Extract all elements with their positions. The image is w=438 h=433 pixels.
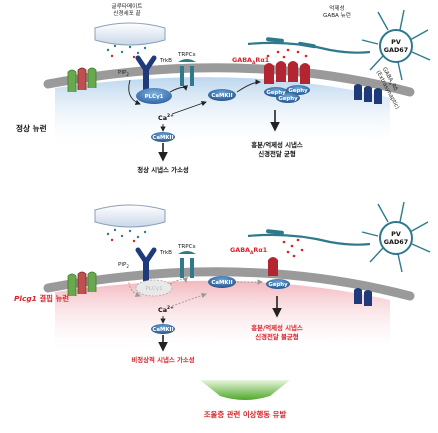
calcium-label-bottom: Ca2+ [158, 305, 174, 314]
gephy-label-bottom: Gephy [268, 282, 288, 288]
normal-neuron-panel: 글루타메이트 신경세포 끝 TrkB TRPCs PIP2 [16, 2, 431, 174]
inhibitory-axon [247, 41, 371, 54]
extrasynaptic-receptors [354, 84, 382, 104]
trpcs-label: TRPCs [177, 52, 196, 58]
green-outcome-arrow [200, 380, 290, 400]
gephyrin-cluster [264, 85, 310, 103]
plcg1-label: PLCγ1 [145, 94, 164, 100]
pip2-label-bottom: PIP2 [118, 262, 129, 269]
plc-to-trpc-arrow [169, 85, 188, 93]
pv-label-bottom: PV [391, 230, 401, 238]
gephyrin-bottom [266, 279, 290, 289]
normal-cytoplasm [55, 77, 390, 150]
pip2-label: PIP2 [118, 70, 129, 77]
camkii-membrane-label: CaMKII [211, 93, 232, 99]
pv-label: PV [391, 38, 401, 46]
trpcs-label-bottom: TRPCs [177, 244, 196, 250]
plc-to-trpc-arrow-bottom [169, 277, 188, 285]
gephy-label-2: Gephy [288, 88, 308, 94]
glutamate-terminal [94, 22, 166, 46]
normal-plasticity-label: 정상 시냅스 가소성 [137, 165, 189, 174]
pv-neuron-bottom [361, 201, 431, 273]
ca-to-camkii-arrow-bottom [171, 292, 207, 307]
gaba-a-receptors-bottom [268, 257, 278, 276]
trkb-receptor [135, 55, 157, 90]
outcome-section: 조울증 관련 이상행동 유발 [200, 380, 290, 419]
gad67-label-bottom: GAD67 [384, 238, 408, 246]
inhibitory-axon-bottom [247, 233, 371, 246]
camkii-membrane-pill-bottom [208, 276, 236, 288]
gaba-a-r-label-bottom: GABAARα1 [230, 246, 267, 256]
normal-neuron-label: 정상 뉴런 [16, 123, 47, 133]
extrasynaptic-receptors-bottom [354, 288, 372, 306]
pip2-to-plc-arrow [128, 79, 141, 105]
glutamate-receptors [67, 67, 97, 92]
axon-bouton-2 [298, 41, 316, 49]
trkb-receptor-bottom [135, 247, 157, 282]
camkii-lower-pill [151, 132, 175, 142]
camkii-lower-label: CaMKII [152, 135, 173, 141]
gaba-dots [266, 48, 308, 59]
plcg1-enzyme-deficient [135, 279, 173, 297]
neurotransmitter-dots-bottom [106, 228, 147, 243]
gephy-label-3: Gephy [278, 96, 298, 102]
axon-bouton-1 [266, 37, 284, 43]
ca-to-camkii-arrow [171, 100, 207, 115]
plcg1-label-deficient: PLCγ1 [145, 286, 163, 292]
axon-bouton-bottom-1 [266, 229, 284, 235]
calcium-label: Ca2+ [158, 113, 174, 122]
gaba-dots-bottom [282, 238, 304, 258]
glutamate-terminal-bottom [94, 204, 166, 228]
trkb-label: TrkB [159, 58, 172, 64]
camkii-lower-pill-bottom [151, 324, 175, 334]
gaba-a-r-label: GABAARα1 [232, 56, 269, 66]
gaba-a-receptors [264, 61, 310, 84]
pip2-to-plc-arrow-bottom [128, 271, 141, 297]
trpc-channel [178, 59, 196, 86]
balance-label-1: 흥분/억제성 시냅스 [251, 140, 303, 149]
deficient-cytoplasm [55, 280, 390, 356]
glutamate-terminal-label-1: 글루타메이트 [112, 2, 143, 10]
trpc-channel-bottom [178, 251, 196, 278]
inhibitory-neuron-label-1: 억제성 [329, 4, 344, 12]
inhibitory-neuron-label-2: GABA 뉴런 [323, 12, 351, 19]
deficient-membrane [43, 267, 415, 301]
plcg1-enzyme [136, 88, 172, 104]
abnormal-plasticity-label: 비정상적 시냅스 가소성 [131, 355, 194, 364]
pv-neuron [361, 9, 431, 81]
gephy-label-1: Gephy [266, 90, 286, 96]
balance-label-2: 신경전달 균형 [258, 149, 296, 158]
camkii-membrane-pill [208, 89, 236, 101]
gad67-label: GAD67 [384, 46, 408, 54]
deficient-neuron-label: Plcg1 결핍 뉴런 [14, 294, 69, 303]
trkb-label-bottom: TrkB [159, 250, 172, 256]
outcome-label: 조울증 관련 이상행동 유발 [204, 410, 287, 419]
camkii-to-gaba-arrow [236, 79, 261, 93]
imbalance-label-2: 신경전달 불균형 [255, 332, 299, 341]
glutamate-receptors-bottom [67, 271, 97, 296]
glutamate-terminal-label-2: 신경세포 끝 [113, 9, 141, 17]
camkii-membrane-label-bottom: CaMKII [211, 280, 232, 286]
camkii-lower-label-bottom: CaMKII [152, 327, 173, 333]
neurotransmitter-dots [106, 44, 147, 59]
imbalance-label-1: 흥분/억제성 시냅스 [251, 323, 303, 332]
deficient-neuron-panel: TrkB TRPCs PIP2 PLCγ1 Ca2+ CaMKII CaMKII… [14, 201, 431, 364]
normal-membrane [43, 63, 415, 97]
